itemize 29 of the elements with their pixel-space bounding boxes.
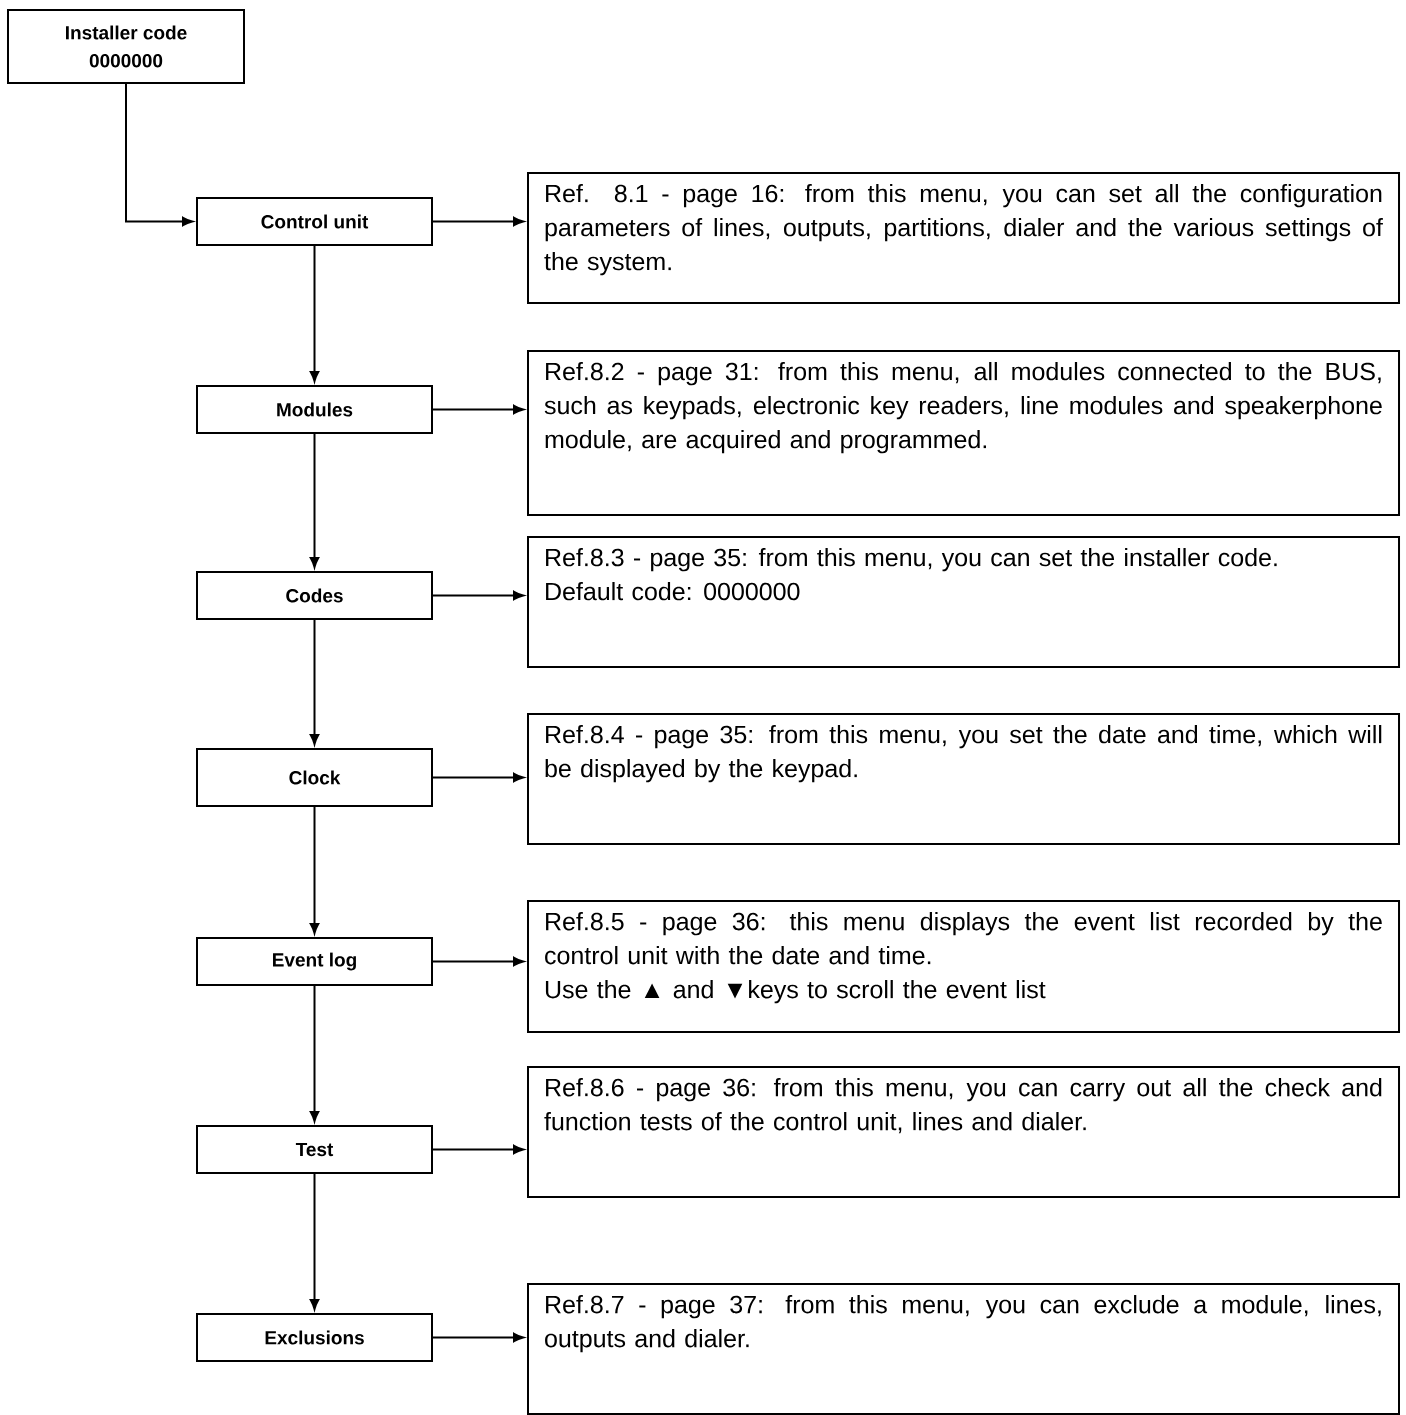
menu-box: Control unit — [196, 197, 433, 246]
arrow — [309, 619, 320, 746]
menu-box: Exclusions — [196, 1313, 433, 1362]
arrow — [309, 433, 320, 569]
arrow — [309, 806, 320, 935]
arrow — [432, 1144, 525, 1155]
menu-box: Codes — [196, 571, 433, 620]
arrow — [309, 1173, 320, 1311]
arrow — [432, 404, 525, 415]
description-box: Ref.8.2 - page 31: from this menu, all modules connected to the BUS, such as keypads, electronic key readers, line modules and speakerphone module, are acquired and programmed. — [527, 350, 1400, 516]
menu-box: Clock — [196, 748, 433, 807]
description-box: Ref.8.5 - page 36: this menu displays the event list recorded by the control unit with the date and time. Use the ▲ and ▼keys to scroll the event list — [527, 900, 1400, 1033]
arrow — [309, 245, 320, 383]
description-box: Ref.8.3 - page 35: from this menu, you can set the installer code. Default code: 0000000 — [527, 536, 1400, 668]
description-box: Ref. 8.1 - page 16: from this menu, you can set all the configuration parameters of lines, outputs, partitions, dialer and the various settings of the system. — [527, 172, 1400, 304]
description-box: Ref.8.4 - page 35: from this menu, you set the date and time, which will be displayed by the keypad. — [527, 713, 1400, 845]
arrow — [432, 216, 525, 227]
description-box: Ref.8.7 - page 37: from this menu, you can exclude a module, lines, outputs and dialer. — [527, 1283, 1400, 1415]
menu-box: Event log — [196, 937, 433, 986]
arrow — [432, 772, 525, 783]
arrow — [309, 985, 320, 1123]
arrow — [125, 83, 194, 227]
start-box: Installer code 0000000 — [7, 9, 245, 84]
menu-box: Modules — [196, 385, 433, 434]
menu-box: Test — [196, 1125, 433, 1174]
arrow — [432, 956, 525, 967]
description-box: Ref.8.6 - page 36: from this menu, you can carry out all the check and function tests of the control unit, lines and dialer. — [527, 1066, 1400, 1198]
arrow — [432, 1332, 525, 1343]
arrow — [432, 590, 525, 601]
